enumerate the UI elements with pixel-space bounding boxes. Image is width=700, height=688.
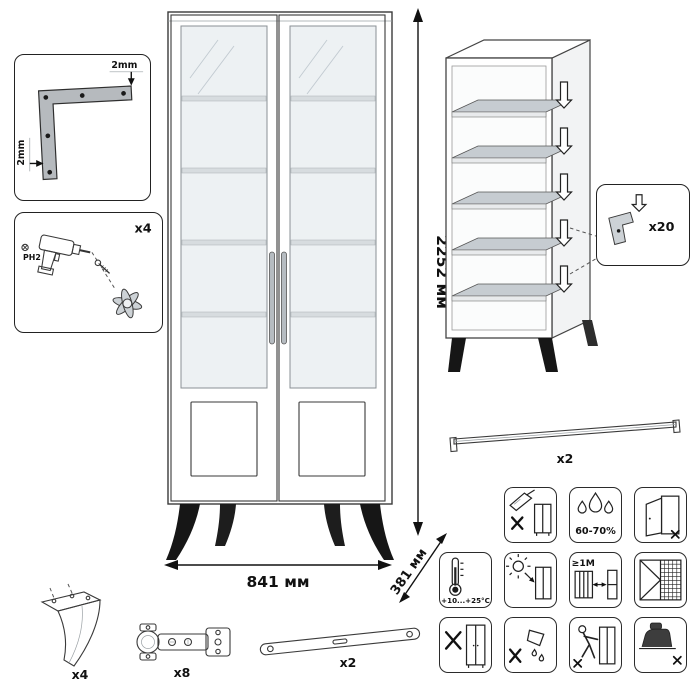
door-handles <box>269 251 287 345</box>
hinge-count-label: x8 <box>174 665 191 680</box>
x-mark-icon <box>672 655 682 665</box>
glass-door-left <box>180 25 268 477</box>
leg-assembly-drawing: x4 PH2 <box>21 222 152 319</box>
care-icon-door-warning <box>634 487 687 543</box>
care-icon-temperature: +10...+25°C <box>439 552 492 608</box>
door-bottom-panel-right <box>298 401 366 477</box>
scraper-icon <box>509 489 535 512</box>
height-label: 2252 мм <box>433 235 448 309</box>
pouring-cup-icon <box>526 629 545 662</box>
care-icon-prohibited-cabinet <box>439 617 492 673</box>
distance-arrow-icon <box>592 582 607 587</box>
open-view-legs <box>448 320 598 372</box>
care-icon-humidity: 60-70% <box>569 487 622 543</box>
cabinet-pictogram <box>598 626 616 665</box>
ray-arrow <box>524 572 532 580</box>
temperature-range-label: +10...+25°C <box>441 596 490 605</box>
window-grid-icon <box>639 559 682 601</box>
care-icon-no-abrasive <box>504 487 557 543</box>
x-mark-icon <box>510 516 524 530</box>
cabinet-pictogram <box>607 569 618 600</box>
side-gap-dimension: 2mm <box>16 137 44 172</box>
care-icon-heat-distance: ≥1M <box>569 552 622 608</box>
handle-rail-count-label: x2 <box>557 451 574 466</box>
glass-door-right <box>289 25 377 477</box>
leg-count-label: x4 <box>72 667 89 682</box>
callout-leader-bottom <box>569 256 600 275</box>
x-mark-icon <box>573 658 583 668</box>
top-gap-dimension: 2mm <box>109 60 144 86</box>
care-icon-ventilation-grid <box>634 552 687 608</box>
mounting-strip-part: x2 <box>259 627 421 670</box>
cabinet-pictogram <box>533 503 552 536</box>
care-icon-sunlight <box>504 552 557 608</box>
care-icon-no-water-cleaning <box>504 617 557 673</box>
cabinet-pictogram <box>534 566 552 600</box>
open-door-icon <box>645 495 680 537</box>
hinge-part: x8 <box>136 623 231 680</box>
depth-label: 381 мм <box>388 546 431 598</box>
width-dimension: 841 мм <box>164 560 392 591</box>
care-icon-no-hot-objects <box>634 617 687 673</box>
shelf-pin-count-label: x20 <box>649 219 675 234</box>
x-mark-icon <box>670 529 680 539</box>
assembly-count-label: x4 <box>135 222 152 237</box>
depth-dimension: 381 мм <box>388 533 447 603</box>
bit-type: PH2 <box>21 243 41 262</box>
water-drops-icon <box>577 491 614 514</box>
corner-detail-drawing: 2mm 2mm <box>16 60 144 181</box>
cabinet-open-view <box>445 39 600 372</box>
thermometer-icon <box>449 557 464 596</box>
screwdriver-bit-label: PH2 <box>23 253 41 262</box>
mounting-strip-count-label: x2 <box>340 655 357 670</box>
corner-detail-inset: 2mm 2mm <box>14 54 151 201</box>
shelf-pin-callout: x20 <box>596 184 690 266</box>
x-mark-icon <box>444 631 462 650</box>
insert-arrow-icon <box>630 194 648 213</box>
care-icon-no-dragging <box>569 617 622 673</box>
iron-icon <box>639 622 676 650</box>
handle-rail-part: x2 <box>449 419 681 466</box>
corner-bracket <box>37 85 133 181</box>
leg-part: x4 <box>40 583 102 682</box>
door-bottom-panel-left <box>190 401 258 477</box>
radiator-icon <box>574 570 594 599</box>
heat-distance-label: ≥1M <box>572 558 595 569</box>
cabinet-front-view <box>166 11 394 560</box>
assembly-guide-line <box>91 252 116 290</box>
leg-assembly-inset: x4 PH2 <box>14 212 163 333</box>
height-dimension: 2252 мм <box>413 8 448 536</box>
side-gap-label: 2mm <box>16 139 27 165</box>
callout-leader-top <box>569 227 600 238</box>
humidity-range-label: 60-70% <box>575 526 616 537</box>
drill-icon <box>37 234 91 276</box>
x-mark-icon <box>508 648 522 663</box>
width-label: 841 мм <box>246 573 309 591</box>
cabinet-pictogram <box>465 624 486 668</box>
top-gap-label: 2mm <box>111 60 137 71</box>
shelf-pin-drawing: x20 <box>608 194 675 246</box>
shelf-pin-bracket <box>608 211 634 246</box>
screw-icon <box>94 259 111 274</box>
shelves <box>451 99 573 302</box>
cabinet-legs <box>166 504 394 560</box>
person-pushing-icon <box>578 625 599 659</box>
shelf-insert-arrows <box>555 81 573 293</box>
leg-mount-part <box>112 288 143 319</box>
